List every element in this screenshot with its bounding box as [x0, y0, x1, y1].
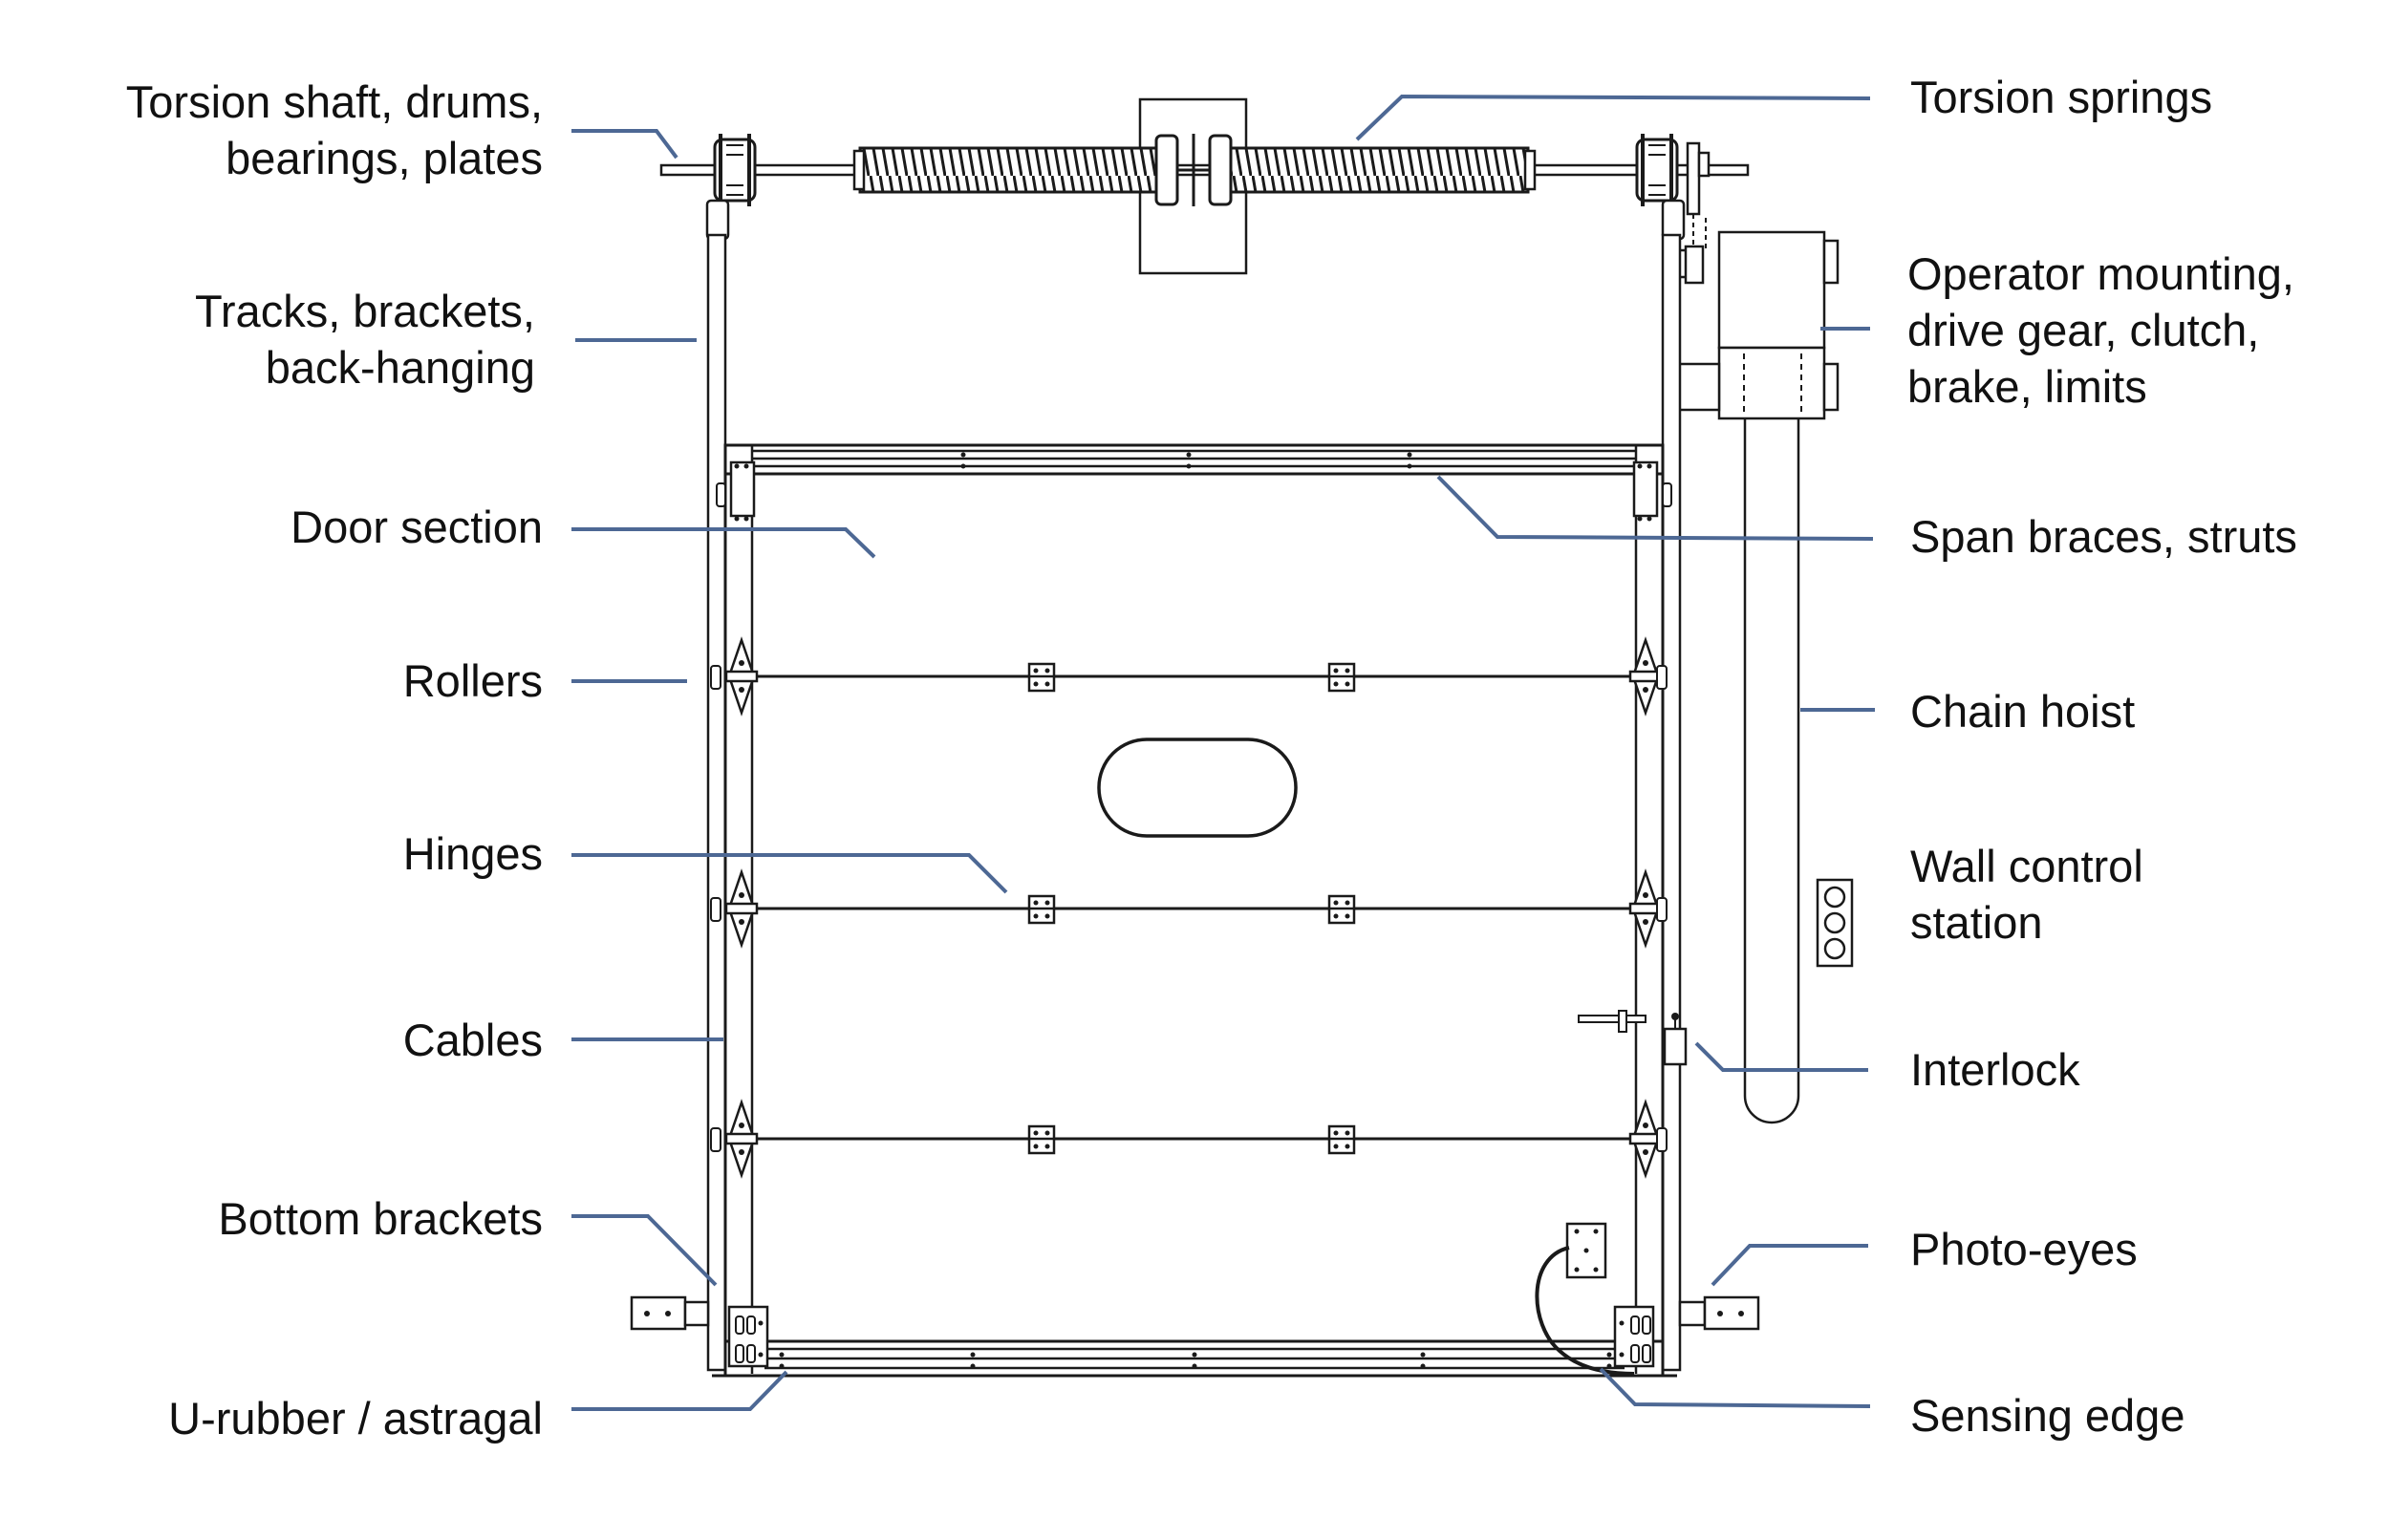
leader-photo-eyes: [1711, 1244, 1868, 1287]
leader-sensing-edge: [1599, 1367, 1871, 1408]
label-door-section: Door section: [291, 502, 543, 552]
hinge-2-1: [1027, 894, 1056, 925]
hinge-3-1: [1027, 1124, 1056, 1155]
label-chain-hoist: Chain hoist: [1910, 686, 2136, 737]
label-rollers: Rollers: [402, 655, 543, 706]
label-interlock: Interlock: [1910, 1044, 2080, 1095]
bottom-rail: [712, 1339, 1677, 1378]
bottom-bracket-right: [1613, 1305, 1655, 1368]
label-tracks: Tracks, brackets, back-hanging: [194, 286, 535, 393]
span-brace-top: [725, 449, 1663, 476]
leader-interlock: [1694, 1041, 1868, 1072]
operator-motor-upper: [1717, 230, 1826, 350]
roller-1-left: [710, 636, 759, 717]
leader-torsion-springs: [1355, 94, 1871, 141]
leader-door-section: [571, 527, 876, 559]
cable-drum-right: [1635, 138, 1679, 203]
label-u-rubber: U-rubber / astragal: [168, 1393, 543, 1444]
label-torsion-springs: Torsion springs: [1910, 72, 2213, 122]
chain-hoist: [1743, 418, 1800, 1124]
label-wall-control: Wall control station: [1910, 841, 2143, 948]
roller-3-left: [710, 1099, 759, 1179]
vision-window: [1097, 738, 1298, 838]
roller-1-right: [1628, 636, 1668, 717]
door-section: [723, 443, 1665, 1378]
leader-span-braces: [1436, 475, 1874, 541]
leader-torsion-shaft: [571, 129, 678, 160]
operator-motor-lower: [1717, 346, 1826, 420]
hinge-1-2: [1327, 662, 1356, 693]
label-bottom-brackets: Bottom brackets: [218, 1193, 543, 1244]
photo-eye-right: [1678, 1295, 1760, 1331]
operator: [1672, 230, 1840, 420]
label-sensing-edge: Sensing edge: [1910, 1390, 2185, 1441]
hinge-2-2: [1327, 894, 1356, 925]
label-hinges: Hinges: [402, 828, 543, 879]
roller-3-right: [1628, 1099, 1668, 1179]
label-span-braces: Span braces, struts: [1910, 511, 2297, 562]
photo-eye-left: [630, 1295, 710, 1331]
door-panel: [712, 443, 1677, 1378]
hinges: [1027, 662, 1356, 1155]
hinge-3-2: [1327, 1124, 1356, 1155]
rollers: [710, 636, 1668, 1179]
leader-bottom-brackets: [571, 1214, 718, 1287]
leader-lines: [571, 94, 1875, 1411]
label-photo-eyes: Photo-eyes: [1910, 1224, 2138, 1274]
roller-2-left: [710, 868, 759, 949]
leader-u-rubber: [571, 1370, 788, 1411]
torsion-spring-right: [1228, 146, 1530, 194]
leader-hinges: [571, 853, 1008, 894]
label-torsion-shaft: Torsion shaft, drums, bearings, plates: [125, 76, 543, 183]
roller-2-right: [1628, 868, 1668, 949]
interlock-device: [1578, 1010, 1688, 1066]
sensing-edge-junction: [1535, 1222, 1635, 1376]
hinge-1-1: [1027, 662, 1056, 693]
bottom-bracket-left: [727, 1305, 769, 1368]
label-operator-mounting: Operator mounting, drive gear, clutch, b…: [1907, 248, 2294, 412]
wall-control-station: [1816, 878, 1854, 968]
cable-drum-left: [713, 138, 757, 203]
torsion-spring-left: [858, 146, 1159, 194]
torsion-assembly: [659, 97, 1750, 275]
label-cables: Cables: [402, 1015, 543, 1065]
